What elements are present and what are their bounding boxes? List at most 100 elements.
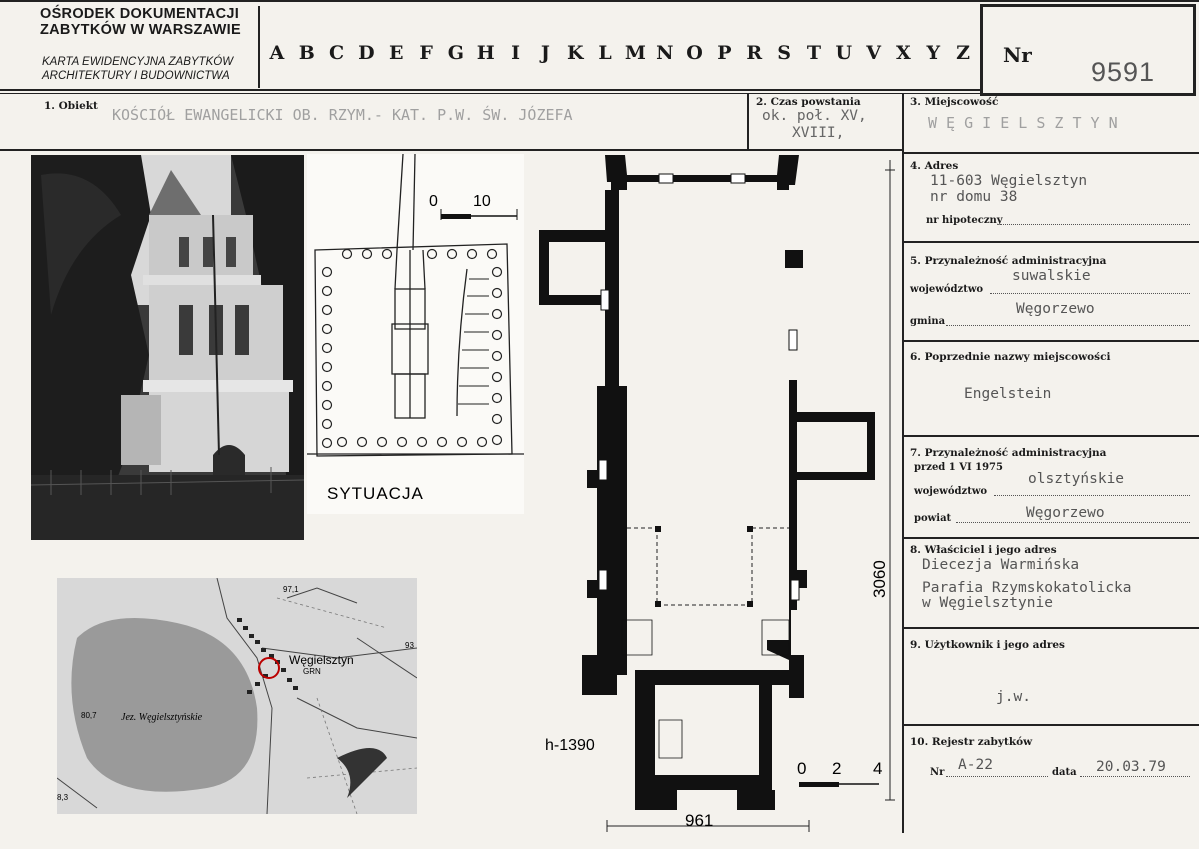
card-line2: ARCHITEKTURY I BUDOWNICTWA — [42, 70, 230, 82]
letter-y: Y — [926, 42, 941, 64]
situation-drawing: 0 10 SYTUACJA — [307, 153, 524, 514]
wlasciciel-value3: w Węgielsztynie — [922, 595, 1053, 611]
wlasciciel-label: 8. Właściciel i jego adres — [910, 544, 1057, 556]
field8-bottom-line — [902, 627, 1199, 629]
institution-line2: ZABYTKÓW W WARSZAWIE — [40, 22, 241, 38]
church-photo — [31, 155, 304, 540]
plan-scale-2: 2 — [832, 759, 841, 778]
right-column-divider — [902, 93, 904, 833]
gmina-label: gmina — [910, 316, 946, 327]
hipoteczny-label: nr hipoteczny — [926, 215, 1003, 226]
letter-n: N — [656, 42, 674, 64]
rejestr-nr-dots — [946, 776, 1048, 777]
map-elev-93: 93 — [405, 641, 414, 650]
field5-bottom-line — [902, 340, 1199, 342]
hipoteczny-dots — [1000, 224, 1190, 225]
letter-i: I — [511, 42, 521, 64]
letter-b: B — [298, 42, 315, 64]
location-map: Węgielsztyn GRN Jez. Węgielsztyńskie 97,… — [57, 578, 417, 814]
letter-j: J — [540, 42, 550, 64]
adres-value2: nr domu 38 — [930, 189, 1018, 205]
gmina-value: Węgorzewo — [1016, 301, 1095, 317]
woj7-value: olsztyńskie — [1028, 471, 1125, 487]
woj7-label: województwo — [914, 486, 988, 497]
plan-width-label: 961 — [685, 811, 713, 830]
wlasciciel-value1: Diecezja Warmińska — [922, 557, 1080, 573]
przyn-label: 5. Przynależność administracyjna — [910, 255, 1107, 267]
letter-g: G — [447, 42, 465, 64]
map-lake-label: Jez. Węgielsztyńskie — [121, 712, 203, 723]
wojewodztwo-dots — [990, 293, 1190, 294]
map-elev-83: 8,3 — [57, 793, 69, 802]
situation-scale-10: 10 — [473, 193, 491, 210]
miejscowosc-value: W Ę G I E L S Z T Y N — [928, 114, 1118, 132]
wojewodztwo-label: województwo — [910, 284, 984, 295]
adres-label: 4. Adres — [910, 160, 959, 172]
rejestr-nr-label: Nr — [930, 767, 945, 778]
rejestr-data-dots — [1080, 776, 1190, 777]
field7-bottom-line — [902, 537, 1199, 539]
divider-1-2 — [747, 93, 749, 149]
header-bottom-line — [0, 89, 980, 91]
plan-scale-4: 4 — [873, 759, 882, 778]
letter-o: O — [686, 42, 703, 64]
letter-l: L — [598, 42, 612, 64]
map-elev-971: 97,1 — [283, 585, 299, 594]
rejestr-nr-value: A-22 — [958, 757, 993, 773]
letter-m: M — [624, 42, 646, 64]
location-map-svg: Węgielsztyn GRN Jez. Węgielsztyńskie 97,… — [57, 578, 417, 814]
letter-a: A — [269, 42, 285, 64]
przyn7-label: 7. Przynależność administracyjna — [910, 447, 1107, 459]
map-town-label: Węgielsztyn — [289, 653, 354, 667]
czas-value2: XVIII, — [792, 125, 845, 141]
wojewodztwo-value: suwalskie — [1012, 268, 1091, 284]
field4-bottom-line — [902, 241, 1199, 243]
przed-label: przed 1 VI 1975 — [914, 462, 1003, 473]
gmina-dots — [946, 325, 1190, 326]
letter-f: F — [419, 42, 433, 64]
letter-t: T — [806, 42, 821, 64]
field6-bottom-line — [902, 435, 1199, 437]
situation-plan-svg: 0 10 SYTUACJA — [307, 153, 524, 503]
woj7-dots — [994, 495, 1190, 496]
letter-e: E — [389, 42, 404, 64]
letter-x: X — [896, 42, 911, 64]
powiat-label: powiat — [914, 513, 952, 524]
powiat-dots — [956, 522, 1190, 523]
wlasciciel-value2: Parafia Rzymskokatolicka — [922, 580, 1132, 596]
poprzednie-value: Engelstein — [964, 386, 1052, 402]
nr-value: 9591 — [1091, 57, 1156, 87]
letter-s: S — [777, 42, 791, 64]
institution-line1: OŚRODEK DOKUMENTACJI — [40, 6, 240, 22]
letter-u: U — [835, 42, 853, 64]
field9-bottom-line — [902, 724, 1199, 726]
powiat-value: Węgorzewo — [1026, 505, 1105, 521]
plan-height-label: h-1390 — [545, 737, 595, 754]
letter-h: H — [476, 42, 495, 64]
adres-value1: 11-603 Węgielsztyn — [930, 173, 1088, 189]
institution-block: OŚRODEK DOKUMENTACJI ZABYTKÓW W WARSZAWI… — [40, 6, 241, 38]
card-title-block: KARTA EWIDENCYJNA ZABYTKÓW ARCHITEKTURY … — [42, 55, 233, 83]
czas-label: 2. Czas powstania — [756, 96, 861, 108]
rejestr-label: 10. Rejestr zabytków — [910, 736, 1033, 748]
czas-value1: ok. poł. XV, — [762, 108, 867, 124]
map-grn-label: GRN — [303, 667, 321, 676]
row1-bottom-line — [0, 149, 902, 151]
letter-c: C — [329, 42, 345, 64]
letter-k: K — [566, 42, 584, 64]
letter-p: P — [717, 42, 732, 64]
header-bottom-line2 — [0, 93, 980, 94]
header-divider — [258, 6, 260, 88]
obiekt-label: 1. Obiekt — [44, 100, 98, 112]
rejestr-data-value: 20.03.79 — [1096, 759, 1166, 775]
top-border — [0, 0, 1199, 2]
letter-r: R — [746, 42, 763, 64]
map-elev-807: 80,7 — [81, 711, 97, 720]
plan-scale-0: 0 — [797, 759, 806, 778]
miejscowosc-label: 3. Miejscowość — [910, 96, 999, 108]
situation-label: SYTUACJA — [327, 484, 424, 503]
letter-d: D — [358, 42, 375, 64]
nr-label: Nr — [1003, 43, 1032, 67]
plan-length-label: 3060 — [870, 560, 889, 598]
floor-plan: 0 2 4 h-1390 3060 961 — [527, 150, 899, 840]
